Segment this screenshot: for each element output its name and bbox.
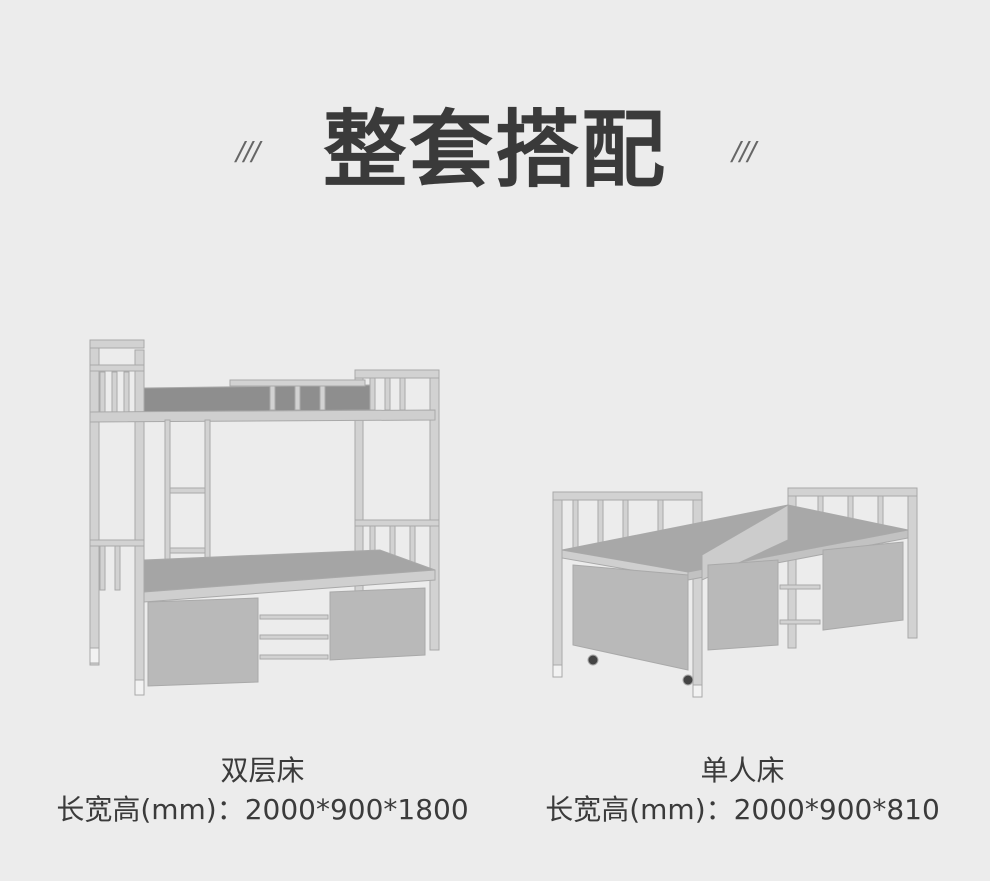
bunk-bed-image xyxy=(80,330,460,710)
left-slash-decoration: /// xyxy=(236,137,260,167)
single-bed-image xyxy=(548,480,928,710)
right-slash-decoration: /// xyxy=(732,137,756,167)
single-bed-caption: 单人床 长宽高(mm)：2000*900*810 xyxy=(525,752,960,830)
bunk-bed-dimensions: 长宽高(mm)：2000*900*1800 xyxy=(56,793,469,826)
header: /// 整套搭配 /// xyxy=(0,95,990,205)
bunk-bed-name: 双层床 xyxy=(220,754,305,787)
page-title: 整套搭配 xyxy=(322,101,667,199)
bunk-bed-caption: 双层床 长宽高(mm)：2000*900*1800 xyxy=(40,752,485,830)
single-bed-name: 单人床 xyxy=(700,754,785,787)
single-bed-dimensions: 长宽高(mm)：2000*900*810 xyxy=(545,793,940,826)
